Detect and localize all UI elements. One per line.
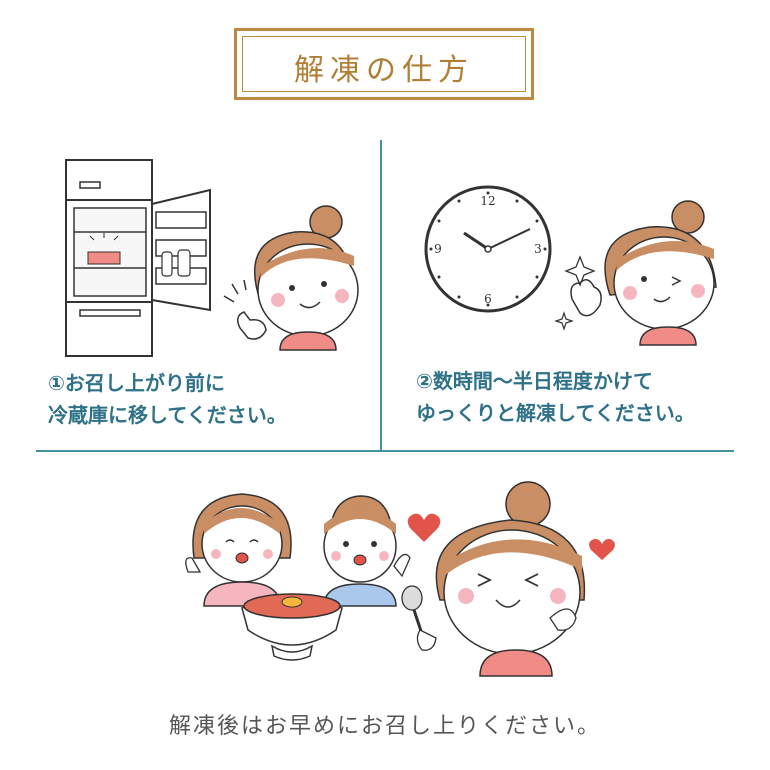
woman-pointing-illustration [223, 205, 359, 351]
children-illustration [185, 493, 411, 607]
heart-icon [589, 538, 615, 560]
clock-illustration: 12 3 6 9 [424, 185, 552, 313]
step2-caption: ②数時間〜半日程度かけて ゆっくりと解凍してください。 [416, 365, 695, 429]
page-title: 解凍の仕方 [294, 53, 474, 88]
vertical-divider [380, 140, 382, 452]
step2-line1: ②数時間〜半日程度かけて [416, 369, 653, 393]
clock-number-12: 12 [480, 194, 495, 208]
heart-icon [407, 513, 441, 542]
step1-line2: 冷蔵庫に移してください。 [48, 403, 287, 427]
horizontal-divider [36, 450, 734, 452]
footer-note: 解凍後はお早めにお召し上りください。 [168, 714, 601, 739]
step1-line1: ①お召し上がり前に [48, 371, 225, 395]
refrigerator-illustration [65, 159, 211, 357]
title-frame: 解凍の仕方 [234, 28, 534, 100]
step2-line2: ゆっくりと解凍してください。 [416, 401, 695, 425]
bowl-illustration [241, 593, 343, 661]
clock-number-3: 3 [534, 242, 542, 256]
step1-caption: ①お召し上がり前に 冷蔵庫に移してください。 [48, 367, 287, 431]
clock-number-6: 6 [484, 292, 492, 306]
woman-eating-illustration [401, 481, 586, 677]
woman-ok-sign-illustration [554, 200, 717, 346]
clock-number-9: 9 [434, 242, 442, 256]
